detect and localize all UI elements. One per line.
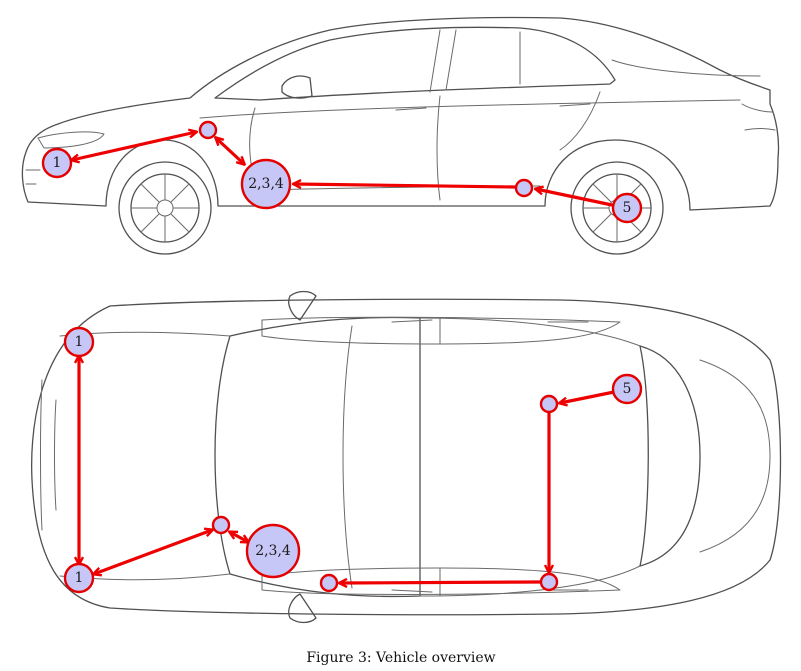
mirror-top-right: [288, 290, 317, 321]
arrow-fender-rocker: [216, 138, 244, 164]
top-view-arrows: [79, 356, 616, 583]
marker-label-rear-top: 5: [623, 381, 632, 397]
arrow-rear-in: [560, 390, 616, 403]
marker-label-rocker: 2,3,4: [248, 176, 284, 192]
mirror-top-left: [288, 593, 317, 624]
marker-dot-front-fender: [198, 120, 218, 140]
top-view-markers: 1 1 2,3,4 5: [63, 326, 643, 594]
marker-dot-rocker-front-top: [319, 573, 339, 593]
marker-rear-top: [611, 373, 643, 405]
side-view-markers: 1 2,3,4 5: [41, 120, 643, 224]
marker-label-front-wheel: 1: [53, 155, 62, 171]
marker-dot-front-fender-top: [211, 515, 231, 535]
marker-rear-wheel: [611, 192, 643, 224]
car-side-windows: [214, 26, 616, 101]
marker-label-rear-wheel: 5: [623, 200, 632, 216]
car-side-view: [21, 16, 780, 255]
marker-front-right: [63, 326, 95, 358]
marker-dot-rocker-rear-top: [539, 572, 559, 592]
marker-label-front-right: 1: [75, 334, 84, 350]
marker-label-front-left: 1: [75, 570, 84, 586]
arrow-rear-wheel: [536, 189, 614, 207]
marker-dot-rear-rocker: [514, 178, 534, 198]
rear-wheel: [570, 161, 664, 255]
front-wheel: [118, 161, 212, 255]
car-top-view: [31, 290, 782, 624]
marker-rocker: [240, 158, 292, 210]
marker-dot-rear-top: [539, 394, 559, 414]
arrow-front-wheel: [72, 132, 196, 160]
marker-rocker-top: [245, 523, 301, 579]
marker-front-wheel: [41, 147, 73, 179]
marker-label-rocker-top: 2,3,4: [255, 543, 291, 559]
car-side-body: [21, 16, 780, 211]
marker-front-left: [63, 562, 95, 594]
arrow-rocker-rear: [294, 184, 517, 187]
arrow-fender-rocker-top: [230, 532, 248, 542]
arrow-front-left: [94, 530, 212, 574]
figure-caption: Figure 3: Vehicle overview: [306, 650, 495, 666]
side-view-arrows: [72, 132, 614, 207]
car-top-body: [31, 298, 782, 616]
arrow-rocker-top: [340, 582, 542, 583]
